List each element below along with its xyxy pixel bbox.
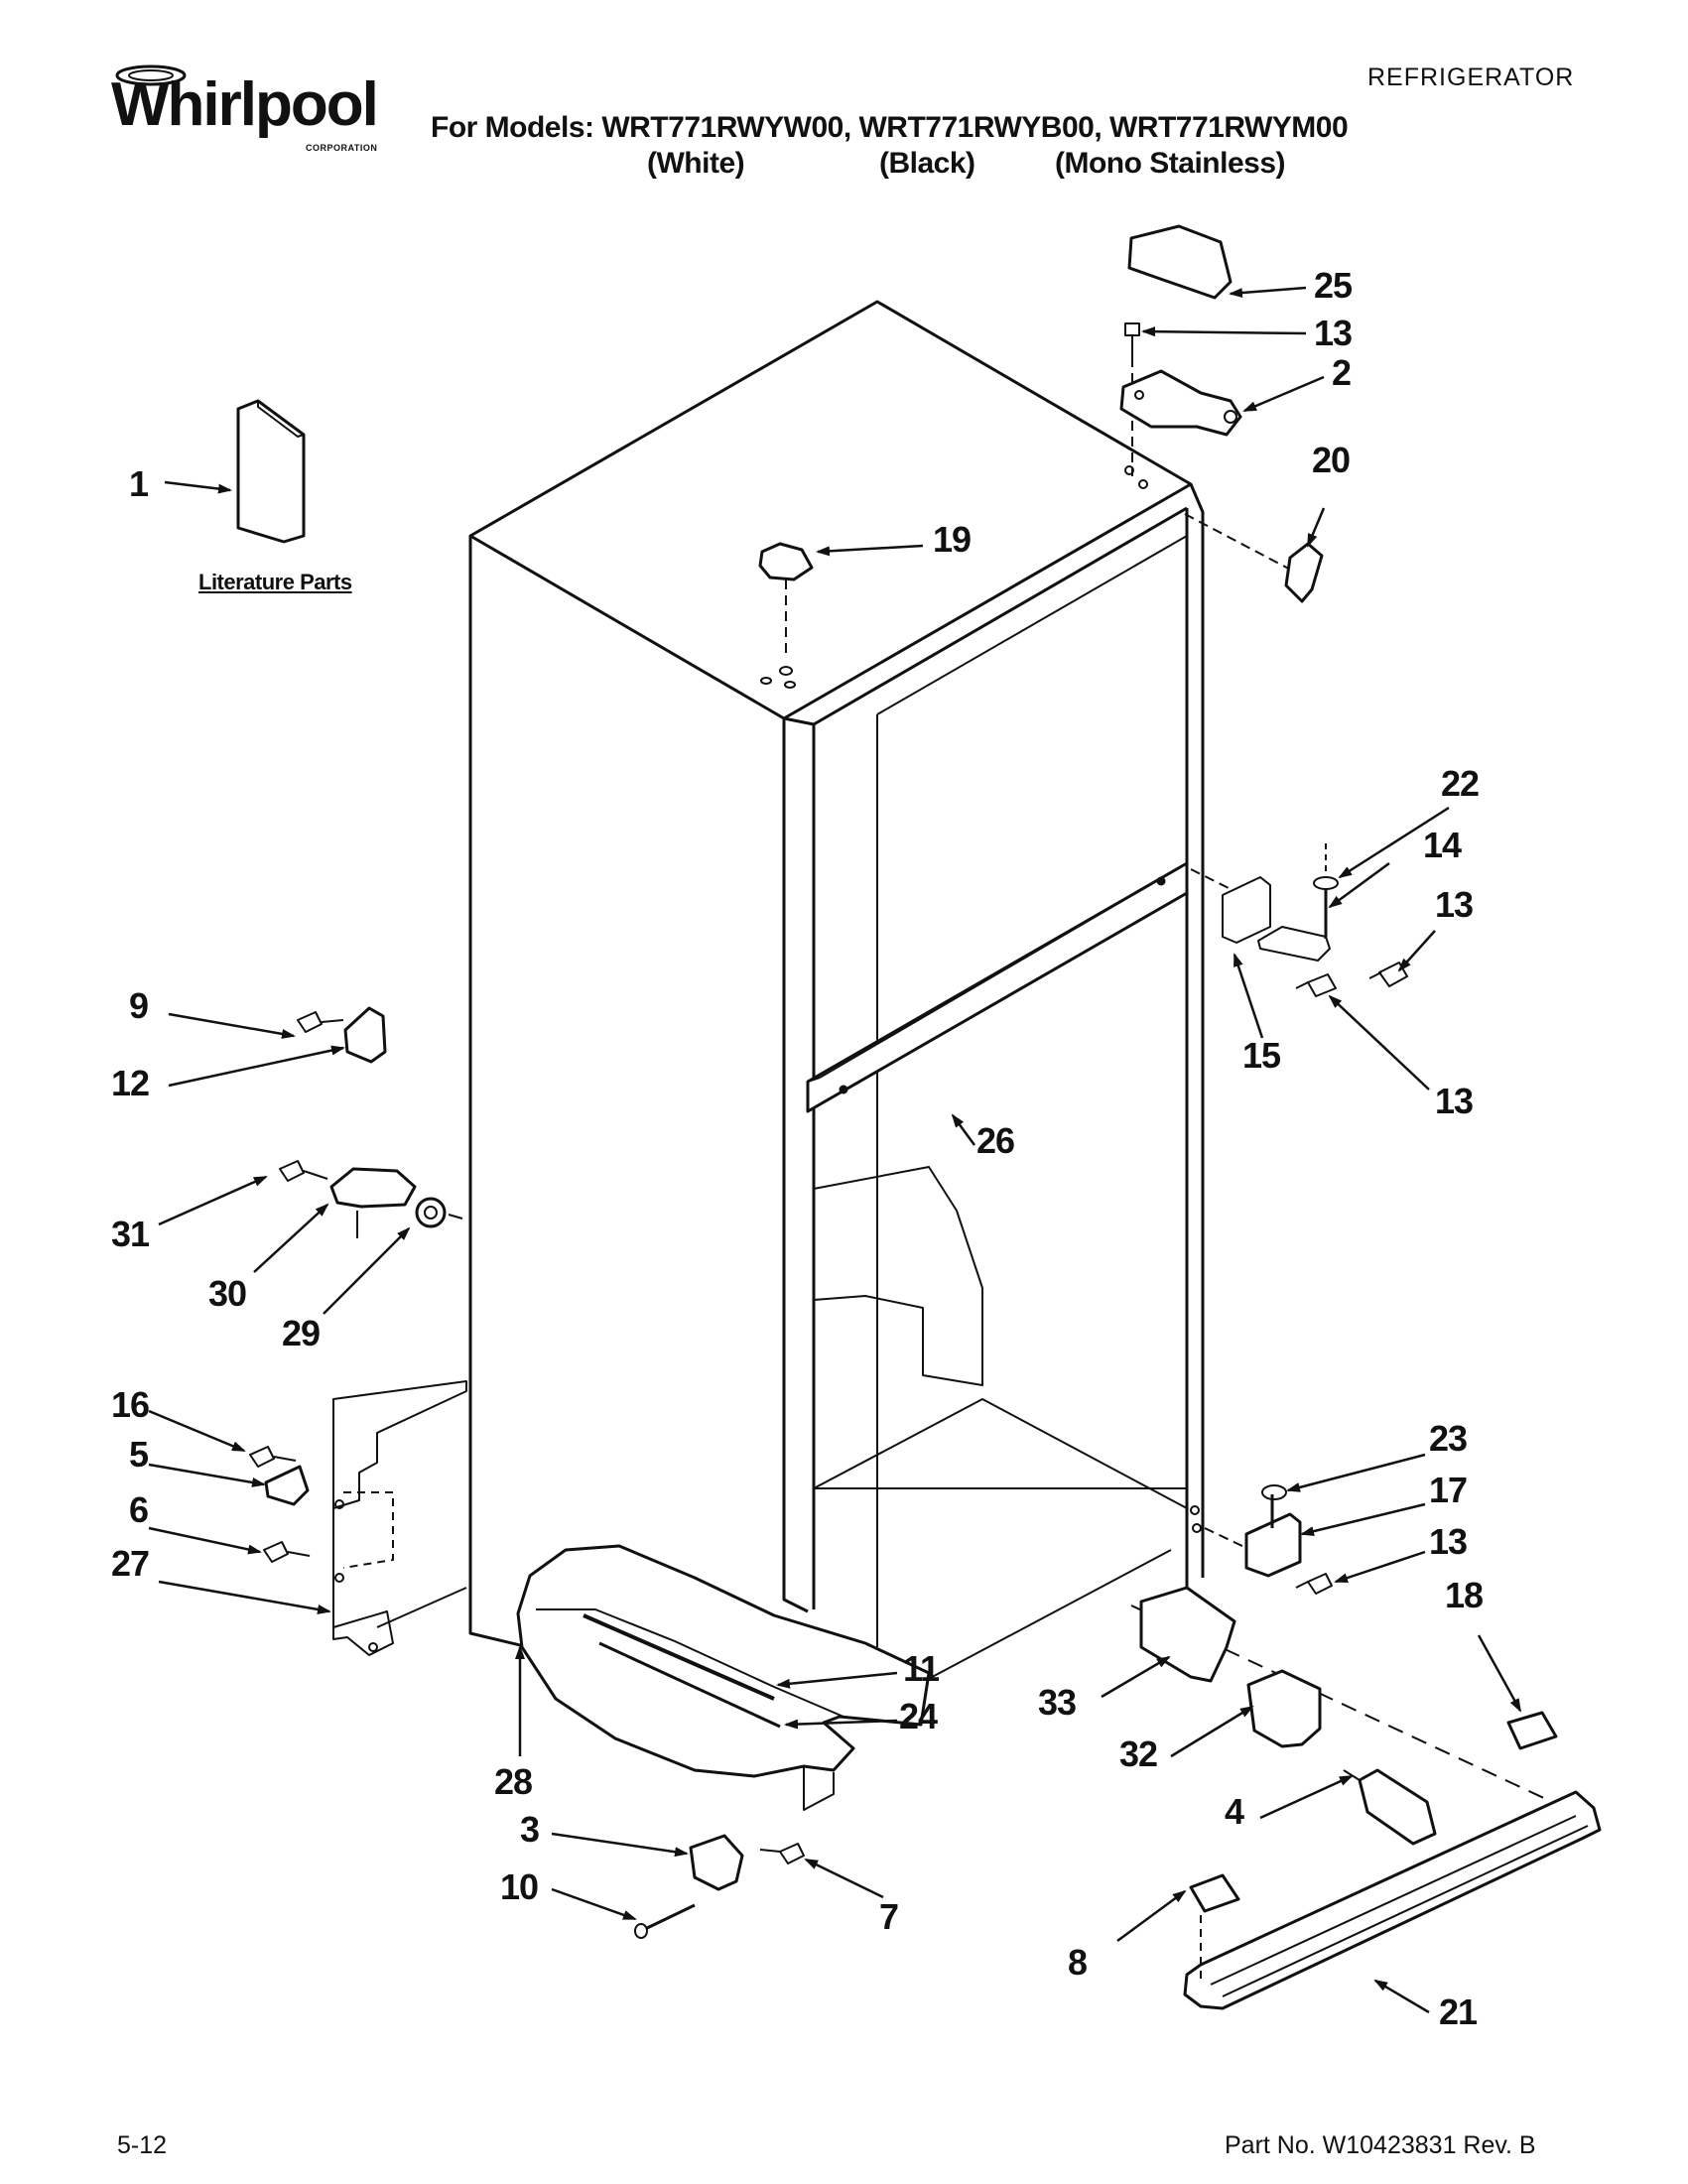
screw-31 [279, 1160, 328, 1182]
callout-27: 27 [111, 1543, 150, 1584]
control-32 [1246, 1669, 1322, 1748]
callout-7: 7 [879, 1896, 899, 1937]
screw-13-top [1124, 322, 1140, 357]
roller-3 [689, 1834, 744, 1891]
freezer-divider [813, 1166, 983, 1386]
clip-18 [1506, 1711, 1558, 1750]
callout-21: 21 [1439, 1991, 1478, 2032]
callout-6: 6 [129, 1489, 149, 1530]
callout-29: 29 [282, 1313, 321, 1353]
callout-2: 2 [1332, 352, 1352, 393]
callout-22: 22 [1441, 763, 1480, 804]
callout-33: 33 [1038, 1682, 1077, 1723]
hinge-pin-cover-20 [1284, 542, 1324, 603]
washer-22 [1313, 876, 1339, 890]
hinge-30 [329, 1167, 417, 1209]
screw-13-bottom [1295, 1573, 1333, 1595]
callout-13-lower: 13 [1435, 1081, 1474, 1121]
finish-white: (White) [647, 147, 745, 180]
callout-31: 31 [111, 1214, 150, 1254]
part-number: Part No. W10423831 Rev. B [1225, 2131, 1536, 2159]
callout-3: 3 [520, 1809, 540, 1850]
callout-5: 5 [129, 1434, 149, 1475]
mullion-rail-26 [806, 861, 1189, 1113]
clip-8 [1189, 1873, 1240, 1913]
center-hinge-15 [1222, 876, 1331, 962]
callout-4: 4 [1225, 1791, 1244, 1832]
logo-swirl-icon [115, 64, 187, 86]
bracket-33 [1139, 1586, 1236, 1683]
bracket-27 [332, 1380, 467, 1656]
callout-13: 13 [1314, 313, 1353, 353]
callout-11: 11 [903, 1648, 940, 1689]
base-pan-28 [516, 1544, 931, 1778]
leader-arrows [148, 286, 1522, 2014]
callout-32: 32 [1119, 1734, 1158, 1774]
pin-10 [644, 1903, 696, 1931]
finish-black: (Black) [879, 147, 975, 180]
callout-10: 10 [500, 1866, 539, 1907]
callout-1: 1 [129, 463, 149, 504]
literature-part-1 [236, 399, 306, 544]
top-hinge-2 [1119, 369, 1242, 437]
screw-9 [297, 1011, 344, 1033]
models-line: For Models: WRT771RWYW00, WRT771RWYB00, … [431, 111, 1349, 144]
callout-28: 28 [494, 1761, 533, 1802]
callout-26: 26 [976, 1120, 1015, 1161]
screw-13-mid-b [1295, 973, 1337, 997]
callout-13-mid: 13 [1435, 884, 1474, 925]
screw-16 [249, 1446, 297, 1468]
callout-25: 25 [1314, 265, 1353, 306]
callout-18: 18 [1445, 1575, 1484, 1615]
callout-8: 8 [1068, 1942, 1088, 1983]
bushing-29 [415, 1197, 447, 1228]
callout-12: 12 [111, 1063, 150, 1103]
washer-23 [1261, 1484, 1287, 1500]
callout-13-bottom: 13 [1429, 1521, 1468, 1562]
callout-30: 30 [208, 1273, 247, 1314]
clip-5 [264, 1465, 310, 1506]
literature-parts-label: Literature Parts [198, 570, 352, 594]
finish-mono-stainless: (Mono Stainless) [1055, 147, 1286, 180]
date-code: 5-12 [117, 2131, 168, 2159]
screw-7 [759, 1843, 805, 1864]
tube-11 [583, 1613, 775, 1701]
callout-14: 14 [1423, 825, 1462, 865]
filter-cartridge-4 [1358, 1768, 1437, 1846]
bottom-hinge-17 [1244, 1512, 1302, 1578]
callout-16: 16 [111, 1384, 150, 1425]
callout-17: 17 [1429, 1470, 1468, 1510]
callout-23: 23 [1429, 1418, 1468, 1459]
cabinet-body [468, 300, 1205, 1713]
callout-19: 19 [933, 519, 972, 560]
callout-24: 24 [899, 1696, 938, 1736]
brand-subtitle: CORPORATION [306, 143, 378, 153]
screw-6 [263, 1541, 311, 1563]
callout-20: 20 [1312, 440, 1351, 480]
hinge-cover-25 [1127, 224, 1233, 300]
brand-name: Whirlpool [111, 70, 379, 139]
tube-24 [598, 1641, 781, 1729]
callout-9: 9 [129, 985, 149, 1026]
callout-15: 15 [1242, 1035, 1281, 1076]
product-category: REFRIGERATOR [1367, 64, 1575, 91]
hinge-bracket-12 [343, 1006, 387, 1064]
top-plug-19 [758, 542, 814, 581]
whirlpool-logo: Whirlpool CORPORATION [111, 60, 379, 155]
